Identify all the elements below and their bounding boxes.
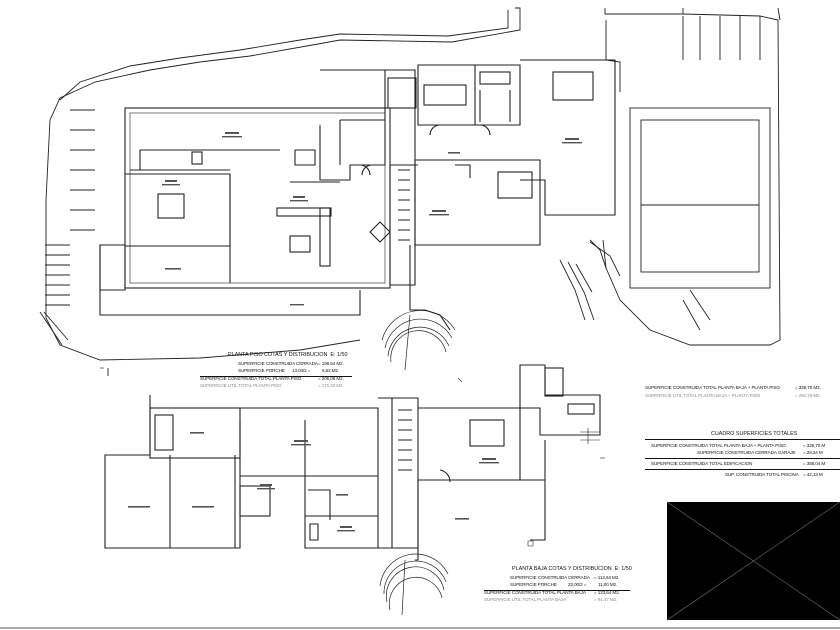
ground-row-2-formula: 22,00/2 = [568, 582, 587, 587]
cuadro-row-2-label: SUPERFICIE CONSTRUIDA CERRADA GARAJE [697, 450, 796, 455]
upper-curved-steps [381, 310, 456, 371]
ground-row-4-label: SUPERFICIE UTIL TOTAL PLANTA BAJA [484, 597, 567, 602]
ground-curved-steps [379, 553, 449, 616]
ground-floor-summary: PLANTA BAJA COTAS Y DISTRIBUCION E: 1/50… [484, 566, 644, 613]
cuadro-row-1-value: = 329,70 M [803, 443, 826, 448]
cuadro-superficies: CUADRO SUPERFICIES TOTALES SUPERFICIE CO… [645, 431, 840, 490]
upper-row-3-value: = 206,06 M2. [318, 376, 344, 381]
cuadro-row-4-label: SUP. CONSTRUIDA TOTAL PISCINA [725, 472, 799, 477]
totals-summary: SUPERFICIE CONSTRUIDA TOTAL PLANTA BAJA … [645, 385, 840, 406]
cuadro-row-3-label: SUPERFICIE CONSTRUIDA TOTAL EDIFICACION [651, 461, 753, 466]
upper-row-1-value: = 199,54 M2. [318, 361, 344, 366]
cuadro-rule-bottom [645, 469, 840, 470]
upper-row-4-label: SUPERFICIE UTIL TOTAL PLANTA PISO [200, 383, 282, 388]
ground-row-2-value: 11,00 M2. [598, 582, 618, 587]
cuadro-rule-top [645, 439, 840, 440]
title-block [666, 501, 840, 621]
upper-row-4-value: = 171,32 M2. [318, 383, 344, 388]
upper-floor-title: PLANTA PISO COTAS Y DISTRIBUCION E: 1/50 [228, 352, 348, 358]
totals-row-1-label: SUPERFICIE CONSTRUIDA TOTAL PLANTA BAJA … [645, 385, 780, 390]
cuadro-row-1-label: SUPERFICIE CONSTRUIDA TOTAL PLANTA BAJA … [651, 443, 786, 448]
ground-floor-plan [104, 364, 601, 561]
upper-row-2-value: 6,52 M2. [322, 368, 340, 373]
pool [629, 107, 771, 289]
upper-floor-plan [99, 59, 616, 331]
upper-row-1-label: SUPERFICIE CONSTRUIDA CERRADA [238, 361, 318, 366]
ground-row-4-value: = 91,47 M2. [594, 597, 618, 602]
room-label-marks [128, 132, 582, 532]
site-boundary [39, 7, 781, 376]
cuadro-rule-mid [645, 458, 840, 459]
ground-row-1-label: SUPERFICIE CONSTRUIDA CERRADA [510, 575, 590, 580]
ground-floor-title: PLANTA BAJA COTAS Y DISTRIBUCION E: 1/50 [512, 566, 632, 572]
ground-row-3-label: SUPERFICIE CONSTRUIDA TOTAL PLANTA BAJA [484, 590, 630, 596]
upper-row-3-label: SUPERFICIE CONSTRUIDA TOTAL PLANTA PISO [200, 376, 352, 382]
totals-row-2-value: = 262,79 M2. [795, 393, 821, 398]
totals-row-2-label: SUPERFICIE UTIL TOTAL PLANTA BAJA + PLAN… [645, 393, 761, 398]
upper-row-2-formula: 13,04/2 = [292, 368, 311, 373]
upper-floor-summary: PLANTA PISO COTAS Y DISTRIBUCION E: 1/50… [200, 352, 360, 399]
cuadro-title: CUADRO SUPERFICIES TOTALES [711, 431, 798, 437]
ground-row-1-value: = 112,64 M2. [594, 575, 620, 580]
upper-row-2-label: SUPERFICIE PORCHE [238, 368, 285, 373]
ground-row-2-label: SUPERFICIE PORCHE [510, 582, 557, 587]
ground-row-3-value: = 123,64 M2. [594, 590, 620, 595]
cuadro-row-3-value: = 358,04 M [803, 461, 826, 466]
cuadro-row-2-value: = 28,34 M [803, 450, 823, 455]
cuadro-row-4-value: = 42,13 M [803, 472, 823, 477]
totals-row-1-value: = 329,70 M2. [795, 385, 821, 390]
